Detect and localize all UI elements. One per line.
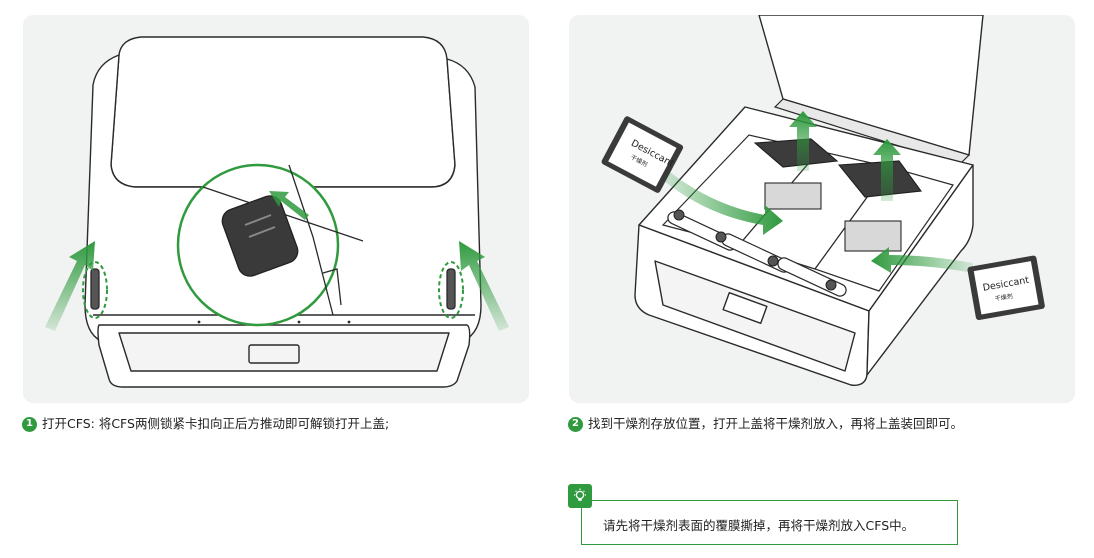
tip-text: 请先将干燥剂表面的覆膜撕掉，再将干燥剂放入CFS中。 [603,518,915,533]
step-number-badge: 2 [568,416,583,432]
tip-box: 请先将干燥剂表面的覆膜撕掉，再将干燥剂放入CFS中。 [581,500,958,545]
step-text: 打开CFS: 将CFS两侧锁紧卡扣向正后方推动即可解锁打开上盖; [42,416,390,431]
step-number-badge: 1 [22,416,37,432]
step-text: 找到干燥剂存放位置，打开上盖将干燥剂放入，再将上盖装回即可。 [588,416,964,431]
illustration-open-cfs [23,15,529,403]
cfs-closed-drawing [45,36,509,388]
cfs-open-drawing: Desiccant 干燥剂 Desiccant 干燥剂 [601,15,1045,386]
desiccant-cn-label-right: 干燥剂 [994,292,1013,303]
illustration-desiccant-placement: Desiccant 干燥剂 Desiccant 干燥剂 [569,15,1075,403]
lightbulb-icon [568,484,592,508]
step-2: 2 找到干燥剂存放位置，打开上盖将干燥剂放入，再将上盖装回即可。 [568,416,963,432]
step-1: 1 打开CFS: 将CFS两侧锁紧卡扣向正后方推动即可解锁打开上盖; [22,416,389,432]
